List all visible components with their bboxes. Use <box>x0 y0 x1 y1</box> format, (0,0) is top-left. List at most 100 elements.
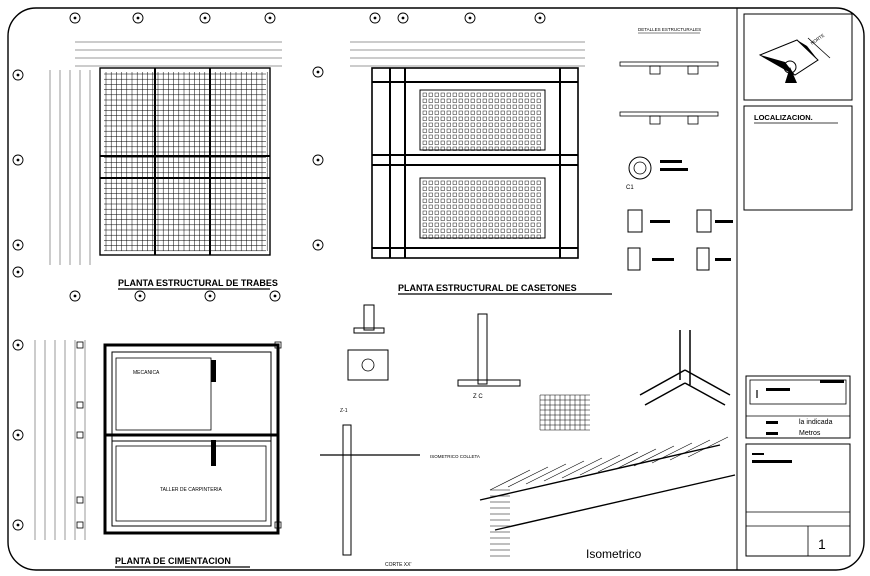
caseton <box>452 210 457 215</box>
axis-marker-dot <box>316 243 320 247</box>
caseton <box>512 92 517 97</box>
caseton <box>422 210 427 215</box>
caseton <box>482 234 487 239</box>
caseton <box>470 98 475 103</box>
joint-beam-line <box>684 382 726 406</box>
caseton <box>500 228 505 233</box>
axis-marker <box>12 339 24 351</box>
footing-marker <box>76 341 84 349</box>
axis-marker <box>69 12 81 24</box>
axis-marker-dot <box>208 294 212 298</box>
slab-section-beam <box>687 65 699 75</box>
caseton <box>512 140 517 145</box>
caseton <box>440 222 445 227</box>
caseton <box>440 204 445 209</box>
sheet-number: 1 <box>818 536 826 552</box>
caseton <box>512 210 517 215</box>
caseton <box>482 92 487 97</box>
axis-marker-dot <box>16 343 20 347</box>
caseton <box>530 216 535 221</box>
caseton <box>494 104 499 109</box>
axis-marker <box>12 154 24 166</box>
caseton <box>428 228 433 233</box>
caseton <box>506 128 511 133</box>
caseton <box>464 140 469 145</box>
caseton <box>536 180 541 185</box>
caseton <box>494 198 499 203</box>
caseton <box>428 216 433 221</box>
caseton <box>524 234 529 239</box>
caseton <box>434 204 439 209</box>
scale-label-mark <box>766 421 778 424</box>
caseton <box>482 146 487 151</box>
caseton <box>536 92 541 97</box>
isometric-rib <box>543 460 585 482</box>
cimentacion-axis-markers <box>12 290 282 540</box>
caseton <box>464 92 469 97</box>
caseton <box>482 222 487 227</box>
axis-marker-dot <box>16 73 20 77</box>
caseton <box>488 134 493 139</box>
axis-marker-dot <box>316 70 320 74</box>
caseton <box>518 128 523 133</box>
localizacion-label: LOCALIZACION. <box>754 113 813 122</box>
caseton <box>524 140 529 145</box>
caseton <box>428 92 433 97</box>
caseton <box>464 146 469 151</box>
column-section-circle <box>628 156 652 180</box>
isometric-small-label: ISOMETRICO COLLETA <box>430 454 480 459</box>
caseton <box>482 140 487 145</box>
caseton <box>476 140 481 145</box>
caseton <box>476 222 481 227</box>
isometric-rib <box>597 451 639 473</box>
caseton <box>422 198 427 203</box>
isometric-rib <box>525 463 567 485</box>
caseton <box>506 104 511 109</box>
caseton <box>476 228 481 233</box>
joint-beam-line <box>684 369 731 396</box>
caseton <box>452 92 457 97</box>
caseton <box>506 116 511 121</box>
caseton <box>458 140 463 145</box>
caseton <box>434 110 439 115</box>
caseton <box>488 228 493 233</box>
corte-label: CORTE XX' <box>385 562 411 568</box>
caseton <box>422 180 427 185</box>
caseton <box>530 204 535 209</box>
caseton <box>440 128 445 133</box>
casetones-panel <box>419 177 546 239</box>
isometric-rib <box>687 436 729 458</box>
caseton <box>482 216 487 221</box>
slab-section-beam <box>649 115 661 125</box>
caseton <box>536 110 541 115</box>
zc-tag: Z C <box>473 394 483 400</box>
caseton <box>494 116 499 121</box>
isometric-rib <box>579 454 621 476</box>
caseton <box>506 98 511 103</box>
caseton <box>476 192 481 197</box>
north-arrow-icon <box>758 37 831 83</box>
z1-tag: Z-1 <box>340 408 348 414</box>
caseton <box>536 146 541 151</box>
caseton <box>464 128 469 133</box>
caseton <box>446 180 451 185</box>
caseton <box>470 92 475 97</box>
caseton <box>458 216 463 221</box>
caseton <box>458 186 463 191</box>
caseton <box>470 192 475 197</box>
caseton <box>500 146 505 151</box>
caseton <box>494 140 499 145</box>
caseton <box>422 228 427 233</box>
caseton <box>482 186 487 191</box>
caseton <box>476 210 481 215</box>
caseton <box>536 216 541 221</box>
caseton <box>476 234 481 239</box>
caseton <box>500 122 505 127</box>
caseton <box>518 134 523 139</box>
cimentacion-footings <box>103 343 280 535</box>
axis-marker <box>464 12 476 24</box>
caseton <box>488 222 493 227</box>
axis-marker-dot <box>316 158 320 162</box>
isometric-edge <box>479 444 721 501</box>
north-box <box>743 13 853 101</box>
